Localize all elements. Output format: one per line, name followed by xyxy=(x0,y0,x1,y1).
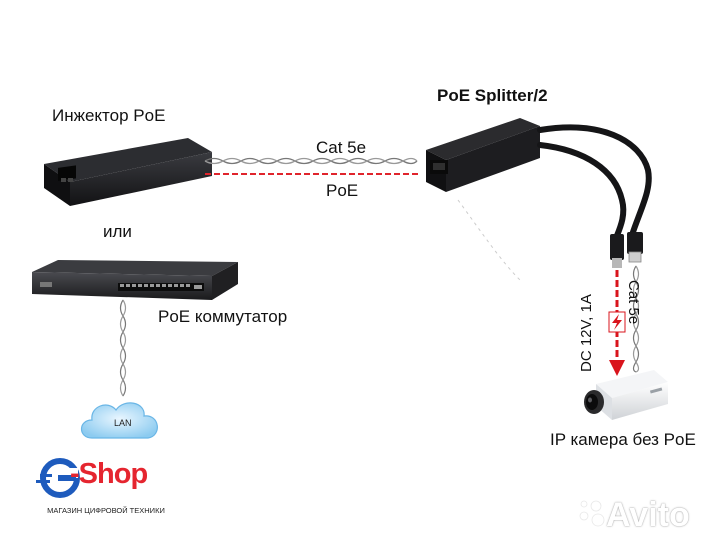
avito-watermark: Avito xyxy=(606,496,690,534)
ip-camera xyxy=(584,370,668,420)
dc-power-label: DC 12V, 1A xyxy=(578,294,595,372)
avito-watermark-icon xyxy=(579,500,605,527)
injector-label: Инжектор PoE xyxy=(52,106,166,125)
cat-vertical-label: Cat 5e xyxy=(625,280,642,325)
lan-cloud xyxy=(80,402,158,439)
gshop-tagline: МАГАЗИН ЦИФРОВОЙ ТЕХНИКИ xyxy=(47,506,165,515)
gshop-logo-mark xyxy=(36,458,80,498)
cable-injector-splitter xyxy=(204,157,418,175)
gshop-logo-text: -Shop xyxy=(70,458,148,490)
camera-label: IP камера без PoE xyxy=(550,430,696,449)
switch-label: PoE коммутатор xyxy=(158,307,288,326)
or-label: или xyxy=(103,222,132,241)
poe-switch xyxy=(32,260,238,300)
gshop-logo: -Shop МАГАЗИН ЦИФРОВОЙ ТЕХНИКИ xyxy=(40,456,175,538)
poe-splitter xyxy=(426,118,652,281)
cable-top-label: Cat 5e xyxy=(316,138,367,157)
cable-splitter-camera xyxy=(632,265,640,373)
splitter-label: PoE Splitter/2 xyxy=(437,86,548,105)
cable-switch-lan xyxy=(119,299,127,397)
poe-injector xyxy=(44,138,212,206)
lan-label: LAN xyxy=(114,418,132,428)
power-arrow xyxy=(608,270,626,376)
cable-bottom-label: PoE xyxy=(326,181,359,200)
